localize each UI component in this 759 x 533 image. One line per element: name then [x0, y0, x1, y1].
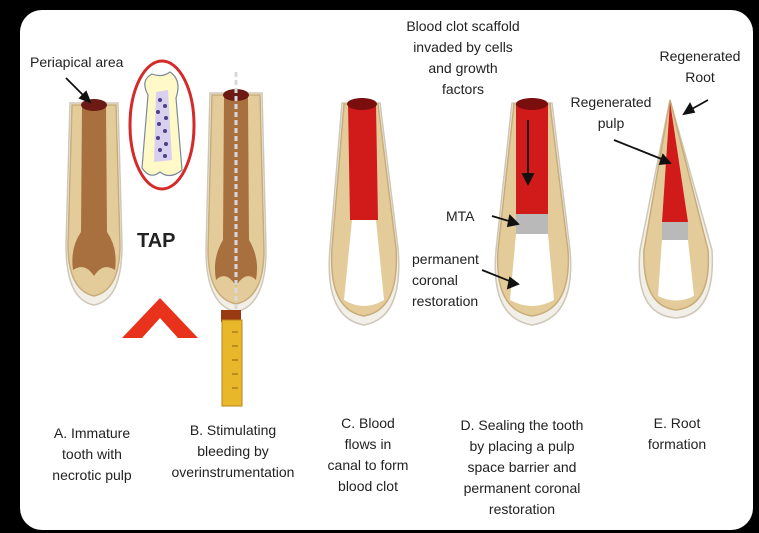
tooth-d-blood-clot	[516, 104, 548, 214]
caption-a: A. Immature tooth with necrotic pulp	[32, 423, 152, 486]
label-regenerated-pulp: Regenerated pulp	[556, 92, 666, 134]
tooth-e-mta	[662, 222, 688, 240]
tap-illustration	[130, 61, 194, 189]
label-periapical-area: Periapical area	[30, 52, 123, 73]
tooth-d-mta	[516, 214, 548, 234]
label-blood-clot-scaffold: Blood clot scaffold invaded by cells and…	[388, 16, 538, 100]
tooth-c-blood-clot	[348, 104, 378, 220]
label-tap: TAP	[137, 230, 176, 253]
tooth-a	[66, 99, 122, 305]
caption-d: D. Sealing the tooth by placing a pulp s…	[440, 415, 604, 520]
caption-c: C. Blood flows in canal to form blood cl…	[314, 413, 422, 497]
caption-b: B. Stimulating bleeding by overinstrumen…	[152, 420, 314, 483]
tooth-e-restoration	[658, 240, 694, 301]
caption-e: E. Root formation	[622, 413, 732, 455]
label-mta: MTA	[446, 206, 475, 227]
label-permanent-coronal-restoration: permanent coronal restoration	[412, 249, 479, 312]
label-regenerated-root: Regenerated Root	[648, 46, 752, 88]
tooth-d-restoration	[510, 234, 554, 306]
file-handle	[222, 320, 242, 406]
